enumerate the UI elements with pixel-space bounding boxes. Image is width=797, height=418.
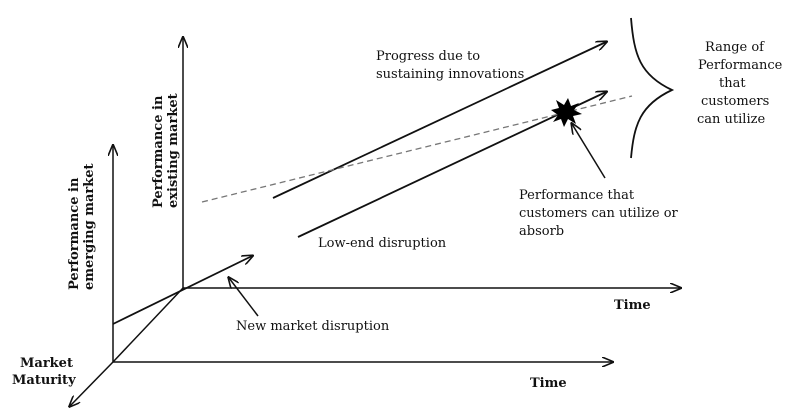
new-market-pointer-arrow (229, 278, 259, 317)
existing-market-axis-label: Performance in existing market (151, 91, 181, 208)
sustaining-innovations-label: Progress due to sustaining innovations (376, 49, 524, 82)
emerging-market-axis-label: Performance in emerging market (67, 163, 97, 290)
connector-diagonal (112, 287, 184, 363)
new-market-disruption-line (112, 256, 252, 325)
low-end-disruption-label: Low-end disruption (318, 236, 447, 251)
low-end-disruption-line (297, 92, 606, 238)
market-maturity-label: Market Maturity (12, 356, 77, 388)
customer-performance-label: Performance that customers can utilize o… (519, 188, 682, 239)
range-bracket (630, 17, 675, 159)
new-market-disruption-label: New market disruption (236, 319, 390, 334)
market-maturity-axis (70, 361, 114, 406)
customer-performance-pointer-arrow (572, 124, 606, 179)
customer-performance-dashed-line (201, 95, 633, 203)
upper-time-label: Time (614, 298, 651, 313)
sustaining-innovation-line (272, 42, 606, 199)
range-of-performance-label: Range of Performance that customers can … (697, 40, 787, 127)
lower-time-label: Time (530, 376, 567, 391)
intersection-burst-icon (551, 98, 582, 127)
